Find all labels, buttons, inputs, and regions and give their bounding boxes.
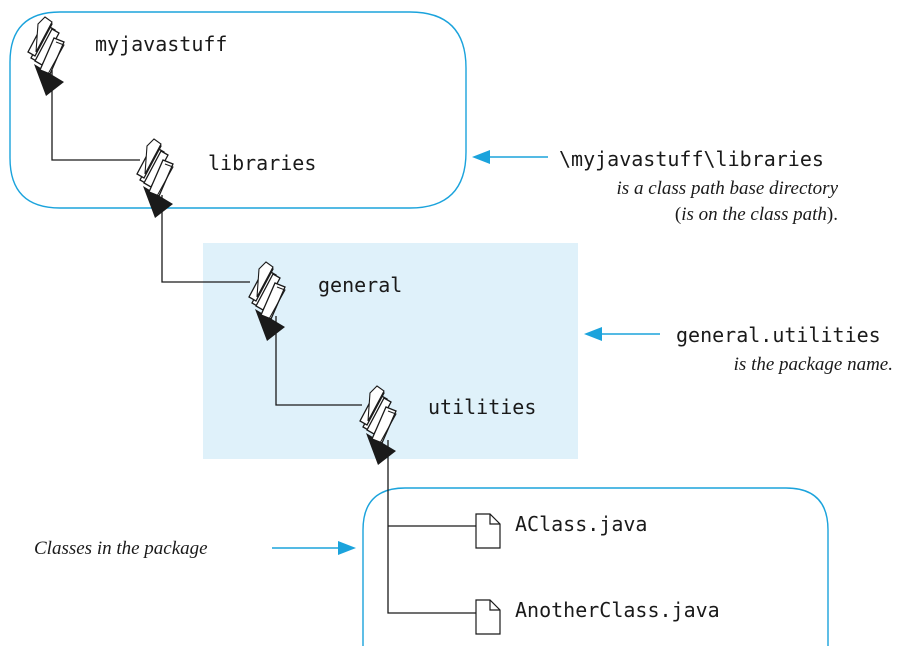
classpath-description-italic: is on the class path xyxy=(681,204,827,225)
folder-label-myjavastuff: myjavastuff xyxy=(95,32,227,56)
folder-label-libraries: libraries xyxy=(208,151,316,175)
paren-open: ( xyxy=(675,204,681,225)
file-icon xyxy=(475,599,501,635)
classpath-description-line2: (is on the class path). xyxy=(675,204,838,225)
file-label-aclass: AClass.java xyxy=(515,512,647,536)
classpath-description-line1: is a class path base directory xyxy=(617,178,839,199)
package-name-label: general.utilities xyxy=(676,323,881,347)
classes-description: Classes in the package xyxy=(34,538,208,559)
classpath-region-outline xyxy=(9,11,467,209)
file-icon xyxy=(475,513,501,549)
arrow-icon xyxy=(584,327,660,341)
package-name-description: is the package name. xyxy=(734,354,893,375)
classes-region-outline xyxy=(362,487,829,646)
file-label-anotherclass: AnotherClass.java xyxy=(515,598,720,622)
folder-icon xyxy=(27,16,65,97)
folder-label-general: general xyxy=(318,273,402,297)
folder-icon xyxy=(136,138,174,219)
tree-connector-root-libraries xyxy=(51,70,140,161)
tree-connector-general-utilities xyxy=(275,316,362,406)
arrow-icon xyxy=(472,150,548,164)
paren-close: ). xyxy=(827,204,838,225)
tree-connector-libraries-general xyxy=(161,195,250,283)
tree-connector-utilities-files xyxy=(387,440,476,614)
classpath-directory-path: \myjavastuff\libraries xyxy=(559,147,824,171)
arrow-icon xyxy=(272,541,356,555)
folder-label-utilities: utilities xyxy=(428,395,536,419)
